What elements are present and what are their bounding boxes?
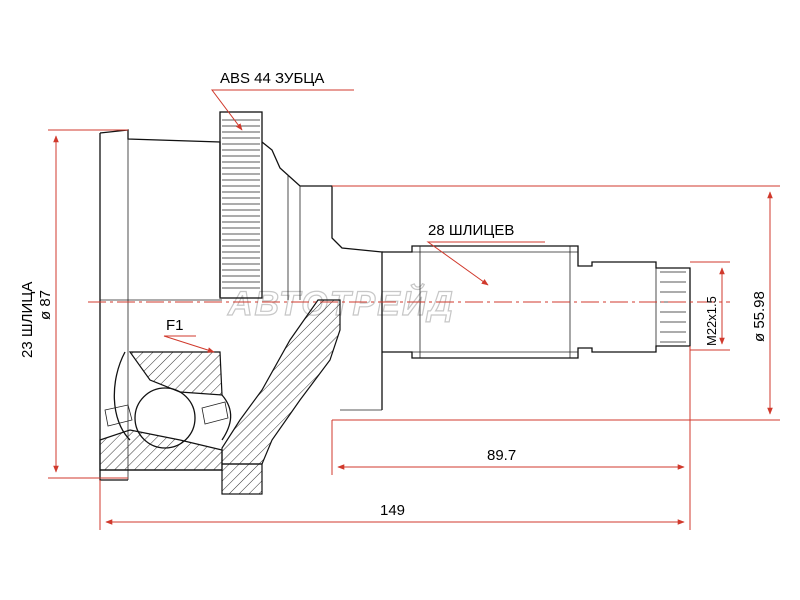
f1-label: F1: [166, 317, 184, 334]
total-length-label: 149: [380, 502, 405, 519]
thread-label: M22x1.5: [704, 296, 719, 346]
inner-diameter-label: ø 87: [37, 290, 54, 320]
output-shaft: [340, 245, 691, 411]
abs-ring: [219, 111, 263, 299]
outer-diameter-label: ø 55.98: [751, 291, 768, 342]
shaft-length-label: 89.7: [487, 447, 516, 464]
inner-splines-label: 23 ШЛИЦА: [19, 282, 36, 358]
dimension-lines: [48, 89, 780, 530]
watermark-text: АВТОТРЕЙД: [227, 284, 455, 323]
outer-splines-label: 28 ШЛИЦЕВ: [428, 222, 514, 239]
abs-teeth-label: ABS 44 ЗУБЦА: [220, 70, 324, 87]
sectioned-housing: [99, 299, 341, 495]
